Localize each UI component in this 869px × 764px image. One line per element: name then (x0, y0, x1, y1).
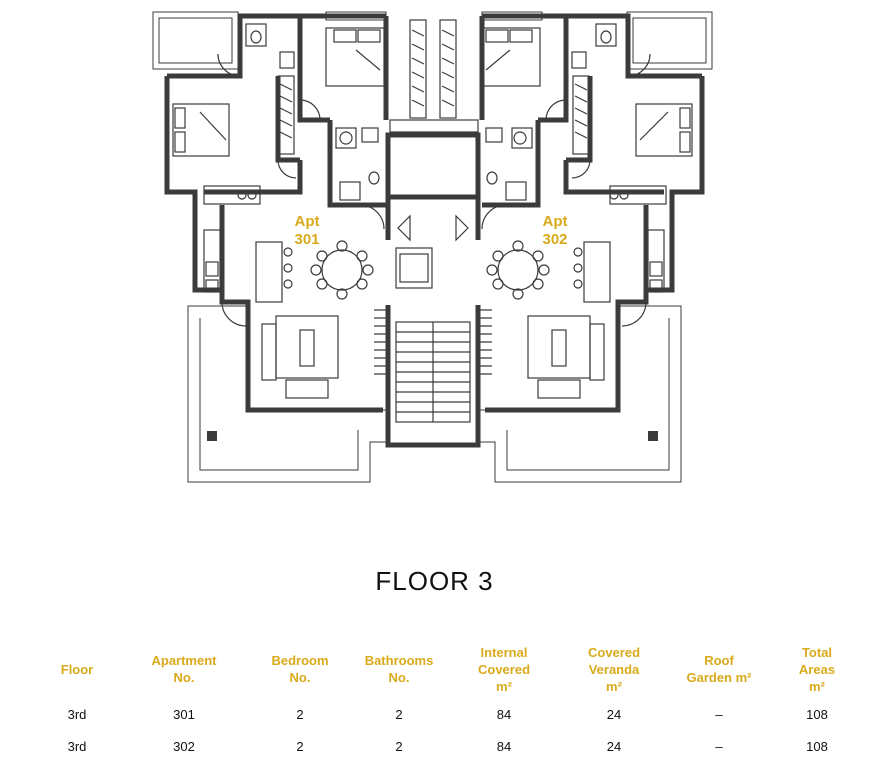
header-bathrooms-l1: Bathrooms (364, 653, 434, 668)
table-row: 3rd 302 2 2 84 24 – 108 (38, 730, 866, 762)
header-internal-l1: Internal (480, 644, 528, 660)
cell-apartment: 302 (173, 738, 195, 754)
header-internal-l2: Covered (477, 661, 531, 677)
header-total-l3: m² (809, 678, 825, 694)
header-apartment-l2: No. (173, 670, 195, 685)
header-total-l2: Areas (798, 661, 836, 677)
header-internal-l3: m² (496, 678, 512, 694)
terrace-left (187, 305, 388, 483)
apartment-302-label-line2: 302 (542, 231, 568, 248)
apartment-301-label: Apt 301 (284, 213, 330, 249)
cell-floor: 3rd (67, 738, 87, 754)
header-roof-l2: Garden m² (686, 670, 752, 685)
cell-bathrooms: 2 (395, 738, 403, 754)
cell-roof-garden: – (715, 738, 723, 754)
header-floor: Floor (38, 640, 116, 698)
cell-total-areas: 108 (806, 738, 828, 754)
cell-bedroom: 2 (296, 706, 304, 722)
header-apartment-l1: Apartment (151, 653, 217, 668)
header-veranda-l3: m² (606, 678, 622, 694)
cell-internal-covered: 84 (496, 706, 512, 722)
cell-bedroom: 2 (296, 738, 304, 754)
terrace-right (476, 305, 682, 483)
table-row: 3rd 301 2 2 84 24 – 108 (38, 698, 866, 730)
floor-title: FLOOR 3 (375, 566, 494, 596)
cell-covered-veranda: 24 (606, 706, 622, 722)
apartment-301-label-line1: Apt (294, 213, 320, 230)
header-floor-l1: Floor (60, 661, 94, 677)
header-roof-l1: Roof (704, 653, 734, 668)
header-bedroom-l2: No. (289, 670, 311, 685)
balcony-top-right (626, 11, 713, 70)
cell-apartment: 301 (173, 706, 195, 722)
cell-floor: 3rd (67, 706, 87, 722)
cell-bathrooms: 2 (395, 706, 403, 722)
header-veranda-l1: Covered (587, 644, 641, 660)
cell-roof-garden: – (715, 706, 723, 722)
apartment-301-label-line2: 301 (294, 231, 320, 248)
floor-plan-drawing (152, 11, 713, 483)
header-bedroom-l1: Bedroom (271, 653, 329, 668)
apartment-302-label-line1: Apt (542, 213, 568, 230)
cell-internal-covered: 84 (496, 738, 512, 754)
cell-total-areas: 108 (806, 706, 828, 722)
header-veranda-l2: Veranda (588, 661, 640, 677)
balcony-top-left (152, 11, 239, 70)
header-bathrooms-l2: No. (388, 670, 410, 685)
cell-covered-veranda: 24 (606, 738, 622, 754)
header-total-l1: Total (801, 644, 833, 660)
apartment-302-label: Apt 302 (530, 213, 580, 249)
